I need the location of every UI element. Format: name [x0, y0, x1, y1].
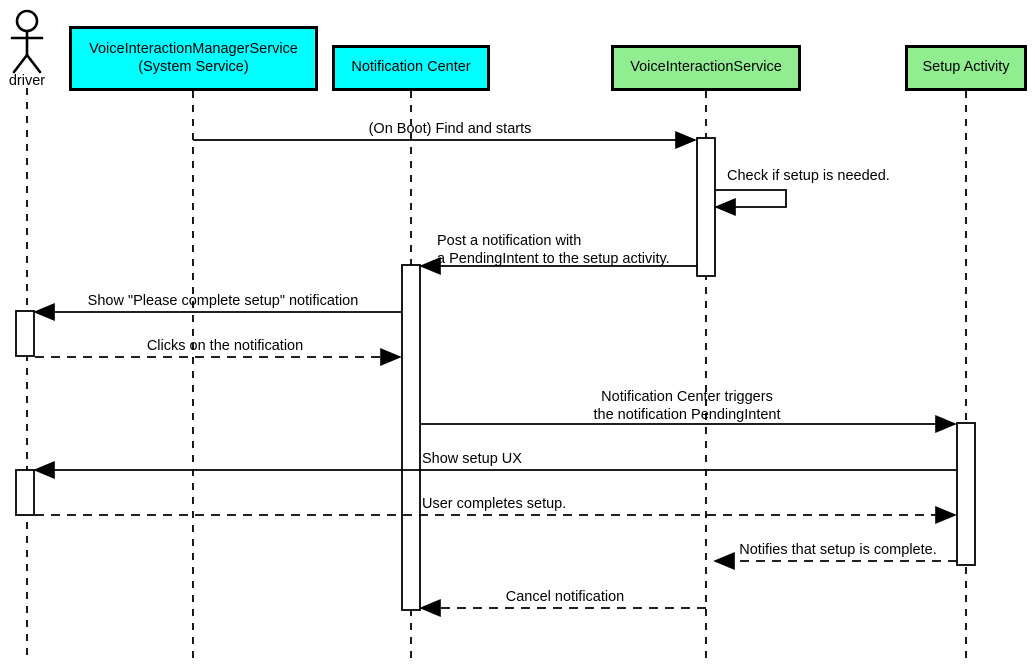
message-label-msg-3: Post a notification with a PendingIntent… — [437, 233, 670, 268]
message-label-msg-10: Cancel notification — [505, 589, 625, 605]
participant-label-notification_center: Notification Center — [351, 59, 471, 76]
participant-setup_activity[interactable]: Setup Activity — [905, 45, 1027, 91]
participant-label-vis: VoiceInteractionService — [630, 59, 782, 76]
message-arrows-group — [33, 131, 957, 617]
message-label-msg-1: (On Boot) Find and starts — [368, 121, 532, 137]
participant-label-vims: VoiceInteractionManagerService (System S… — [89, 40, 298, 75]
message-label-msg-8: User completes setup. — [422, 496, 567, 512]
participant-notification_center[interactable]: Notification Center — [332, 45, 490, 91]
message-label-msg-6: Notification Center triggers the notific… — [593, 389, 781, 424]
participant-vims[interactable]: VoiceInteractionManagerService (System S… — [69, 26, 318, 91]
activation-bar-notification_center — [401, 264, 421, 611]
message-label-msg-7: Show setup UX — [422, 451, 522, 467]
participant-vis[interactable]: VoiceInteractionService — [611, 45, 801, 91]
actor-driver-icon — [10, 9, 44, 74]
message-label-msg-5: Clicks on the notification — [146, 338, 304, 354]
message-label-msg-9: Notifies that setup is complete. — [739, 542, 937, 558]
actor-label-driver: driver — [8, 73, 46, 89]
activation-bar-driver — [15, 469, 35, 516]
message-arrow-msg-2 — [714, 189, 787, 216]
activation-bar-setup_activity — [956, 422, 976, 566]
activation-bar-vis — [696, 137, 716, 277]
activation-bars-group — [15, 137, 976, 611]
message-label-msg-4: Show "Please complete setup" notificatio… — [87, 293, 359, 309]
activation-bar-driver — [15, 310, 35, 357]
participant-label-setup_activity: Setup Activity — [922, 59, 1010, 76]
message-label-msg-2: Check if setup is needed. — [727, 168, 890, 184]
